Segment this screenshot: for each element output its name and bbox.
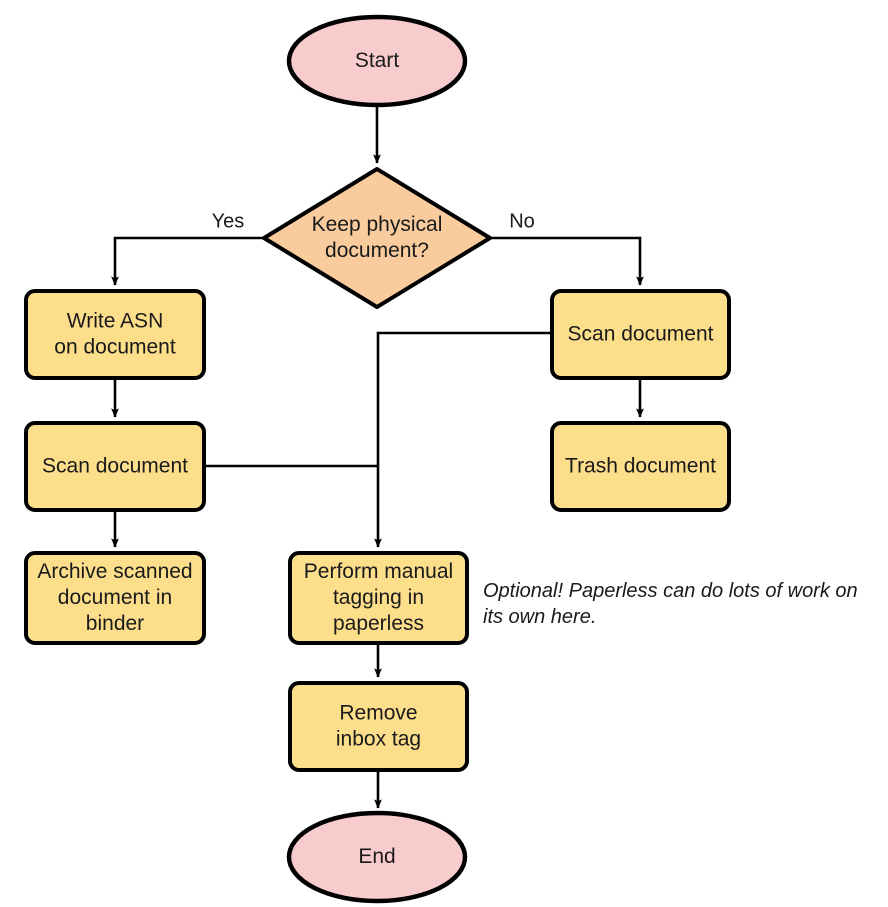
node-label: End (358, 845, 395, 868)
node-end[interactable]: End (286, 810, 468, 904)
node-label: Scan document (568, 322, 714, 345)
node-start[interactable]: Start (286, 14, 468, 108)
edge-line (374, 331, 552, 548)
annotations-layer: Optional! Paperless can do lots of work … (483, 580, 858, 628)
edge-label-yes-label: Yes (212, 210, 245, 232)
edge-decision-yes-to-write-asn (111, 236, 264, 286)
annotation-optional-note: Optional! Paperless can do lots of work … (483, 580, 858, 628)
process-shape (550, 289, 731, 380)
process-shape (550, 421, 731, 512)
edge-label-no-label: No (509, 210, 535, 232)
edge-scan-right-to-manual-tagging (374, 331, 552, 548)
edge-line (490, 236, 644, 286)
terminator-shape (286, 14, 468, 108)
edges-layer (111, 105, 644, 809)
process-shape (24, 289, 206, 380)
process-shape (288, 681, 469, 772)
node-scan-document-left[interactable]: Scan document (24, 421, 206, 512)
edge-labels-layer: Yes No (212, 210, 535, 232)
node-scan-document-right[interactable]: Scan document (550, 289, 731, 380)
node-label: Trash document (565, 454, 716, 477)
edge-line (111, 236, 264, 286)
edge-decision-no-to-scan-right (490, 236, 644, 286)
node-trash-document[interactable]: Trash document (550, 421, 731, 512)
node-label: Scan document (42, 454, 188, 477)
terminator-shape (286, 810, 468, 904)
process-shape (24, 421, 206, 512)
process-shape (288, 551, 469, 645)
node-label: Start (355, 49, 400, 72)
process-shape (24, 551, 206, 645)
decision-shape (262, 167, 492, 309)
